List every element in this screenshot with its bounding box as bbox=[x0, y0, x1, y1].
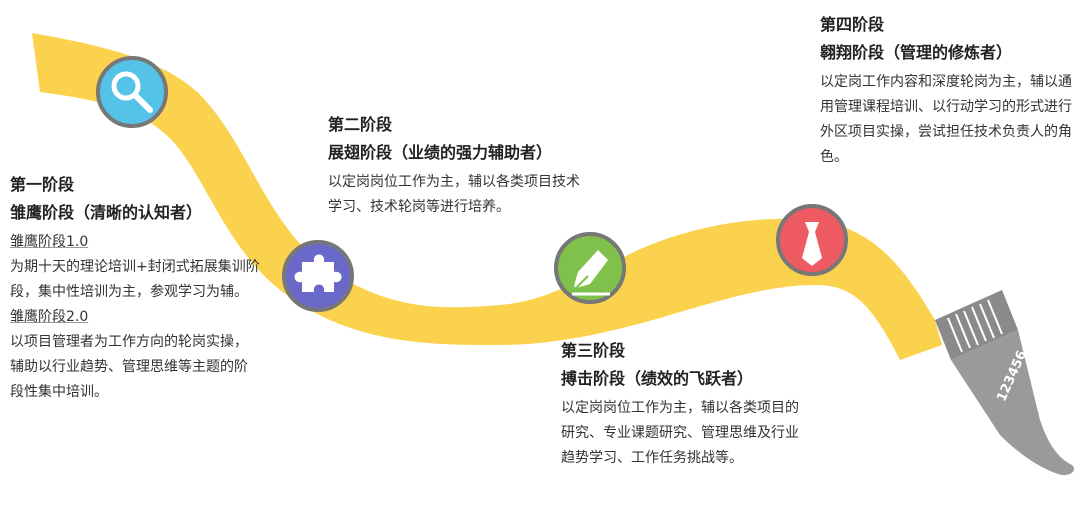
stage1-block: 第一阶段 雏鹰阶段（清晰的认知者） 雏鹰阶段1.0 为期十天的理论培训+封闭式拓… bbox=[10, 172, 260, 405]
brush-handle bbox=[951, 330, 1075, 476]
search-icon bbox=[132, 92, 153, 113]
stage1-title: 第一阶段 bbox=[10, 175, 75, 194]
stage1-sub1-heading: 雏鹰阶段1.0 bbox=[10, 234, 89, 250]
stage1-sub2-desc: 以项目管理者为工作方向的轮岗实操，辅助以行业趋势、管理思维等主题的阶段性集中培训… bbox=[10, 334, 248, 400]
stage2-title: 第二阶段 bbox=[328, 115, 393, 134]
stage1-sub2-heading: 雏鹰阶段2.0 bbox=[10, 309, 89, 325]
stage2-subtitle: 展翅阶段（业绩的强力辅助者） bbox=[328, 143, 553, 162]
necktie-icon bbox=[802, 222, 822, 266]
brush-ferrule bbox=[935, 290, 1018, 360]
stage2-icon bbox=[282, 240, 354, 312]
stage3-title: 第三阶段 bbox=[561, 341, 626, 360]
stage3-desc: 以定岗岗位工作为主，辅以各类项目的研究、专业课题研究、管理思维及行业趋势学习、工… bbox=[561, 400, 799, 466]
stage4-icon bbox=[776, 204, 848, 276]
stage3-subtitle: 搏击阶段（绩效的飞跃者） bbox=[561, 369, 754, 388]
stage2-desc: 以定岗岗位工作为主，辅以各类项目技术学习、技术轮岗等进行培养。 bbox=[328, 174, 580, 215]
stage4-title: 第四阶段 bbox=[820, 15, 885, 34]
stage1-sub1-desc: 为期十天的理论培训+封闭式拓展集训阶段，集中性培训为主，参观学习为辅。 bbox=[10, 259, 260, 300]
stage4-subtitle: 翱翔阶段（管理的修炼者） bbox=[820, 43, 1013, 62]
puzzle-icon bbox=[294, 254, 342, 292]
stage2-block: 第二阶段 展翅阶段（业绩的强力辅助者） 以定岗岗位工作为主，辅以各类项目技术学习… bbox=[328, 112, 590, 220]
stage3-block: 第三阶段 搏击阶段（绩效的飞跃者） 以定岗岗位工作为主，辅以各类项目的研究、专业… bbox=[561, 338, 801, 471]
pen-nib-icon bbox=[574, 250, 608, 288]
stage4-desc: 以定岗工作内容和深度轮岗为主，辅以通用管理课程培训、以行动学习的形式进行外区项目… bbox=[820, 74, 1072, 165]
stage3-icon bbox=[554, 232, 626, 304]
stage1-subtitle: 雏鹰阶段（清晰的认知者） bbox=[10, 203, 203, 222]
stage1-icon bbox=[96, 56, 168, 128]
brush-icon: 123456 bbox=[935, 290, 1075, 476]
growth-path-ribbon bbox=[32, 33, 942, 360]
stage4-block: 第四阶段 翱翔阶段（管理的修炼者） 以定岗工作内容和深度轮岗为主，辅以通用管理课… bbox=[820, 12, 1072, 170]
brush-ferrule-stripes bbox=[947, 299, 1003, 353]
